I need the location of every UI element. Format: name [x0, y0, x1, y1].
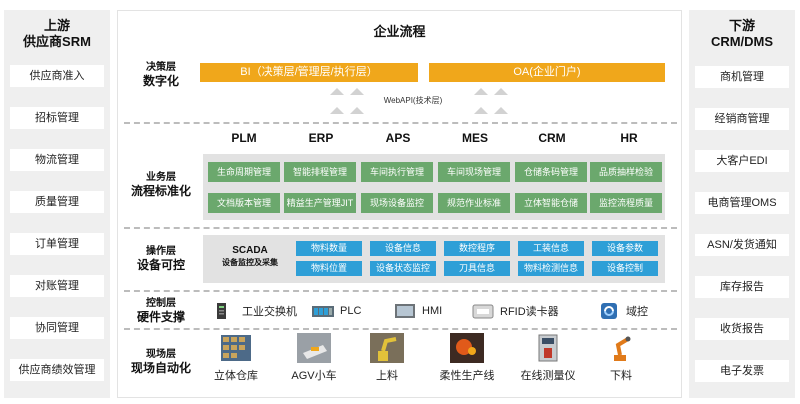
- flexible-line-icon: [450, 333, 484, 363]
- crm-item: 经销商管理: [695, 108, 789, 130]
- srm-item: 供应商绩效管理: [10, 359, 104, 381]
- oa-bar: OA(企业门户): [429, 63, 665, 82]
- field-warehouse: 立体仓库: [200, 333, 272, 383]
- upstream-title: 上游 供应商SRM: [23, 18, 91, 49]
- hw-industrial-switch: 工业交换机: [214, 299, 297, 323]
- unloading-robot-icon: [614, 336, 631, 361]
- business-cell: 品质抽样检验: [590, 162, 662, 182]
- crm-item: 大客户EDI: [695, 150, 789, 172]
- system-hr: HR: [620, 131, 638, 145]
- business-cell: 车间现场管理: [438, 162, 510, 182]
- scada-cell: 物料数量: [296, 241, 362, 256]
- hw-rfid-reader: RFID读卡器: [472, 299, 559, 323]
- business-cell: 智能排程管理: [284, 162, 356, 182]
- up-arrow-icon: [330, 88, 344, 95]
- center-title: 企业流程: [373, 24, 426, 39]
- scada-cell: 工装信息: [518, 241, 584, 256]
- scada-cell: 数控程序: [444, 241, 510, 256]
- up-arrow-icon: [494, 107, 508, 114]
- system-erp: ERP: [308, 131, 334, 145]
- system-crm: CRM: [538, 131, 566, 145]
- control-layer-label: 控制层 硬件支撑: [136, 298, 185, 324]
- warehouse-rack-icon: [221, 335, 251, 361]
- field-agv: AGV小车: [278, 333, 350, 383]
- bi-bar: BI（决策层/管理层/执行层）: [200, 63, 418, 82]
- up-arrow-icon: [474, 107, 488, 114]
- downstream-crm-panel: 下游 CRM/DMS 商机管理 经销商管理 大客户EDI 电商管理OMS ASN…: [689, 10, 795, 398]
- hmi-screen-icon: [395, 304, 415, 318]
- operation-layer-label: 操作层 设备可控: [136, 246, 185, 272]
- crm-item: 电子发票: [695, 360, 789, 382]
- system-mes: MES: [461, 131, 488, 145]
- up-arrow-icon: [330, 107, 344, 114]
- business-layer-label: 业务层 流程标准化: [130, 172, 191, 198]
- business-cell: 车间执行管理: [361, 162, 433, 182]
- loading-robot-icon: [370, 333, 404, 363]
- business-cell: 监控流程质量: [590, 193, 662, 213]
- hw-hmi: HMI: [394, 299, 442, 323]
- scada-cell: 设备参数: [592, 241, 658, 256]
- crm-item: 库存报告: [695, 276, 789, 298]
- hw-domain-control: 域控: [598, 299, 648, 323]
- business-cell: 生命周期管理: [208, 162, 280, 182]
- domain-control-icon: [601, 303, 617, 319]
- scada-cell: 设备控制: [592, 261, 658, 276]
- scada-cell: 物料位置: [296, 261, 362, 276]
- crm-item: 电商管理OMS: [695, 192, 789, 214]
- enterprise-process-panel: 企业流程 决策层 数字化 BI（决策层/管理层/执行层） OA(企业门户) We…: [117, 10, 682, 398]
- business-cell: 规范作业标准: [438, 193, 510, 213]
- decision-layer-label: 决策层 数字化: [142, 62, 179, 88]
- layer-divider: [124, 122, 677, 124]
- field-flexible-line: 柔性生产线: [431, 333, 503, 383]
- srm-item: 协同管理: [10, 317, 104, 339]
- scada-cell: 物料检测信息: [518, 261, 584, 276]
- network-switch-icon: [217, 303, 226, 319]
- layer-divider: [124, 227, 677, 229]
- business-grid: [203, 154, 665, 220]
- scada-cell: 刀具信息: [444, 261, 510, 276]
- webapi-label: WebAPI(技术层): [383, 96, 443, 105]
- business-cell: 仓储条码管理: [515, 162, 587, 182]
- scada-label: SCADA 设备监控及采集: [222, 245, 278, 267]
- scada-cell: 设备信息: [370, 241, 436, 256]
- rfid-reader-icon: [472, 304, 494, 319]
- crm-item: 商机管理: [695, 66, 789, 88]
- upstream-srm-panel: 上游 供应商SRM 供应商准入 招标管理 物流管理 质量管理 订单管理 对账管理…: [4, 10, 110, 398]
- crm-item: 收货报告: [695, 318, 789, 340]
- crm-item: ASN/发货通知: [695, 234, 789, 256]
- scada-cell: 设备状态监控: [370, 261, 436, 276]
- srm-item: 招标管理: [10, 107, 104, 129]
- srm-item: 订单管理: [10, 233, 104, 255]
- business-cell: 精益生产管理JIT: [284, 193, 356, 213]
- field-measuring: 在线测量仪: [512, 333, 584, 383]
- business-cell: 文档版本管理: [208, 193, 280, 213]
- downstream-title: 下游 CRM/DMS: [710, 18, 774, 49]
- srm-item: 对账管理: [10, 275, 104, 297]
- system-aps: APS: [385, 131, 411, 145]
- business-cell: 现场设备监控: [361, 193, 433, 213]
- layer-divider: [124, 328, 677, 330]
- srm-item: 物流管理: [10, 149, 104, 171]
- up-arrow-icon: [474, 88, 488, 95]
- system-plm: PLM: [231, 131, 257, 145]
- plc-icon: [312, 306, 334, 317]
- up-arrow-icon: [494, 88, 508, 95]
- layer-divider: [124, 290, 677, 292]
- srm-item: 供应商准入: [10, 65, 104, 87]
- business-cell: 立体智能仓储: [515, 193, 587, 213]
- measuring-instrument-icon: [538, 334, 558, 362]
- field-unloading: 下料: [585, 333, 657, 383]
- field-loading: 上料: [351, 333, 423, 383]
- up-arrow-icon: [350, 107, 364, 114]
- hw-plc: PLC: [312, 299, 361, 323]
- field-layer-label: 现场层 现场自动化: [130, 349, 191, 375]
- srm-item: 质量管理: [10, 191, 104, 213]
- agv-cart-icon: [297, 333, 331, 363]
- up-arrow-icon: [350, 88, 364, 95]
